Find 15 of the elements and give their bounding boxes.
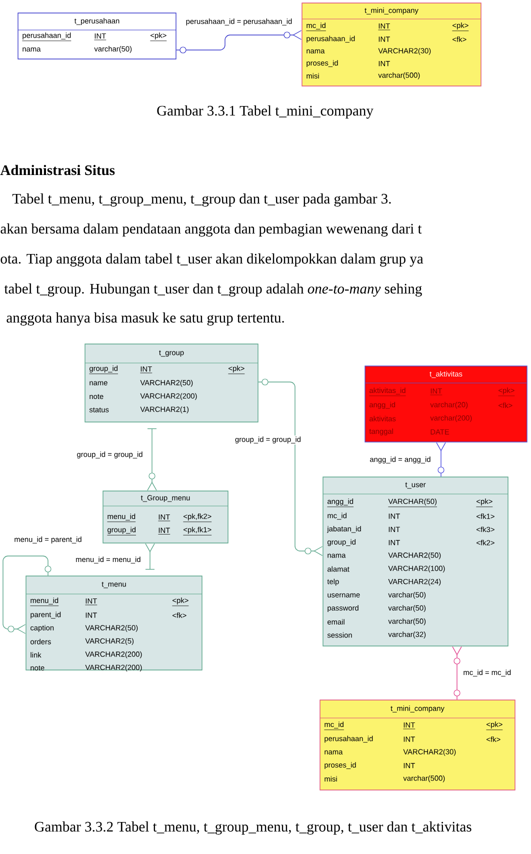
paragraph-line: tabel t_group. Hubungan t_user dan t_group adalah one-to-many sehing [4, 283, 422, 297]
paragraph-line: akan bersama dalam pendataan anggota dan pembagian wewenang dari t [0, 223, 422, 237]
paragraph-line: anggota hanya bisa masuk ke satu grup tertentu. [6, 312, 284, 326]
relationship-line [2, 556, 52, 634]
relationship-line [436, 442, 446, 477]
relationship-line [452, 646, 462, 700]
caption: Gambar 3.3.1 Tabel t_mini_company [157, 105, 374, 119]
relationship-line [176, 30, 302, 54]
paragraph-line: ota. Tiap anggota dalam tabel t_user akan dikelompokkan dalam grup ya [0, 253, 424, 267]
paragraph-line: Tabel t_menu, t_group_menu, t_group dan t_user pada gambar 3. [12, 193, 391, 207]
caption: Gambar 3.3.2 Tabel t_menu, t_group_menu, t_group, t_user dan t_aktivitas [34, 821, 472, 835]
section-heading: Administrasi Situs [0, 164, 115, 176]
relationship-line [258, 378, 323, 556]
relationship-line [145, 543, 155, 570]
relationship-line [147, 428, 157, 491]
